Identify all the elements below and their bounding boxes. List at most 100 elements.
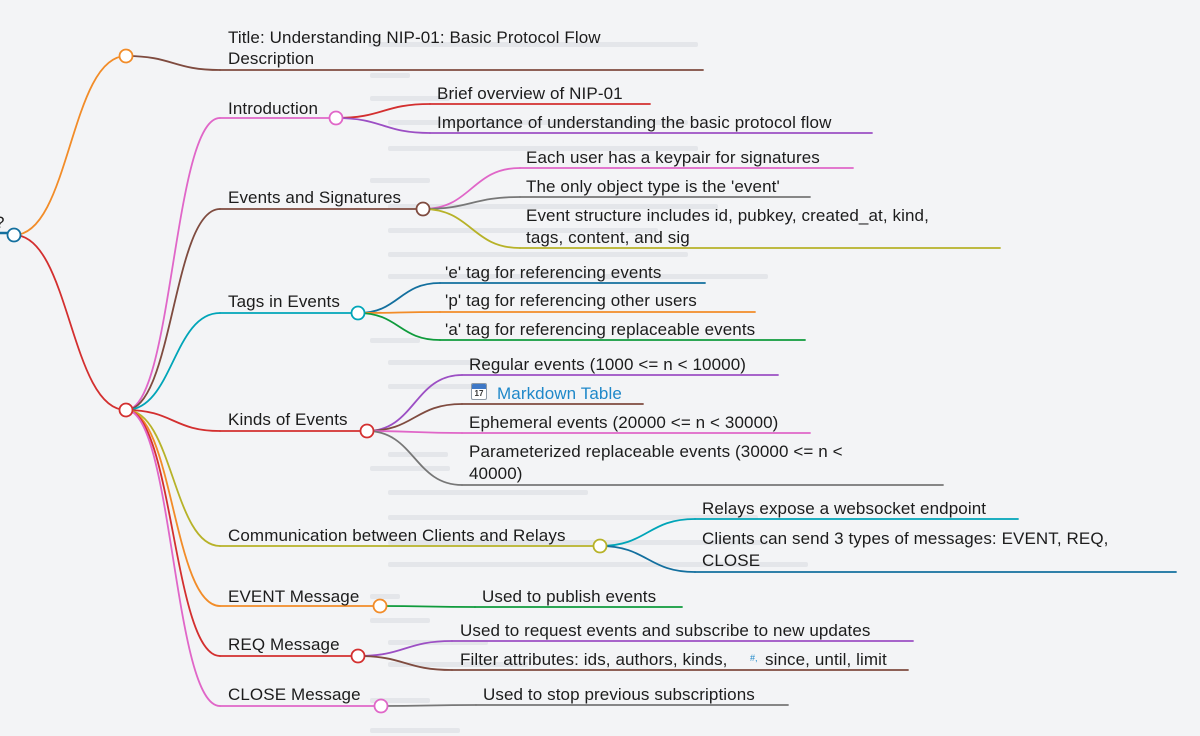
leaf-relays-websocket[interactable]: Relays expose a websocket endpoint <box>702 499 987 518</box>
node-event-message[interactable] <box>372 598 388 614</box>
outline-bar <box>388 384 478 389</box>
node-tags-in-events[interactable] <box>350 305 366 321</box>
outline-bar <box>370 178 430 183</box>
leaf-request-events[interactable]: Used to request events and subscribe to … <box>460 621 871 640</box>
leaf-keypair[interactable]: Each user has a keypair for signatures <box>526 148 820 167</box>
edge-a-tag <box>357 312 441 341</box>
edge-markdown-table <box>366 403 463 432</box>
branch-events-and-signatures[interactable]: Events and Signatures <box>228 188 402 207</box>
node-req-message[interactable] <box>350 648 366 664</box>
leaf-parameterized-line1[interactable]: Parameterized replaceable events (30000 … <box>469 442 843 461</box>
edge-hub-tags-in-events <box>125 312 221 411</box>
outline-bar <box>370 728 460 733</box>
outline-bar <box>370 338 420 343</box>
branch-close-message[interactable]: CLOSE Message <box>228 685 361 704</box>
outline-bar <box>388 228 658 233</box>
edge-keypair <box>422 167 521 210</box>
edge-parameterized-events <box>366 430 463 486</box>
mindmap-edges <box>0 55 1177 707</box>
leaf-object-type[interactable]: The only object type is the 'event' <box>526 177 780 196</box>
outline-bar <box>388 120 688 125</box>
outline-bar <box>388 640 488 645</box>
outline-bar <box>370 96 450 101</box>
edge-stop-subscriptions <box>380 704 477 707</box>
branch-communication[interactable]: Communication between Clients and Relays <box>228 526 566 545</box>
leaf-regular-events[interactable]: Regular events (1000 <= n < 10000) <box>469 355 747 374</box>
edge-hub-close-message <box>125 409 221 707</box>
edge-hub-kinds-of-events <box>125 409 221 432</box>
edge-relays-websocket <box>599 518 696 547</box>
node-events-signatures[interactable] <box>415 201 431 217</box>
edge-brief-overview <box>335 103 431 119</box>
calendar-icon-day: 17 <box>474 389 484 398</box>
leaf-markdown-table-link[interactable]: Markdown Table <box>497 384 622 403</box>
edge-e-tag <box>357 282 441 314</box>
leaf-filter-attributes-part2[interactable]: since, until, limit <box>765 650 887 669</box>
leaf-event-structure-line1[interactable]: Event structure includes id, pubkey, cre… <box>526 206 929 225</box>
edge-hub-communication <box>125 409 221 547</box>
node-introduction[interactable] <box>328 110 344 126</box>
outline-bar <box>370 73 410 78</box>
edge-publish-events <box>379 605 476 608</box>
root-node[interactable] <box>6 227 22 243</box>
outline-bar <box>370 594 400 599</box>
outline-bar <box>388 515 758 520</box>
outline-bar <box>370 466 450 471</box>
branch-title-line2[interactable]: Description <box>228 49 315 68</box>
branch-kinds-of-events[interactable]: Kinds of Events <box>228 410 348 429</box>
edge-root-title <box>13 55 127 236</box>
node-title-hub[interactable] <box>118 48 134 64</box>
leaf-e-tag[interactable]: 'e' tag for referencing events <box>445 263 662 282</box>
leaf-importance[interactable]: Importance of understanding the basic pr… <box>437 113 832 132</box>
outline-bar <box>388 490 588 495</box>
leaf-publish-events[interactable]: Used to publish events <box>482 587 657 606</box>
outline-bar <box>388 562 808 567</box>
leaf-parameterized-line2[interactable]: 40000) <box>469 464 523 483</box>
edge-hub-introduction <box>125 117 221 411</box>
leaf-event-structure-line2[interactable]: tags, content, and sig <box>526 228 690 247</box>
node-communication[interactable] <box>592 538 608 554</box>
root-node-label: ? <box>0 212 5 233</box>
edge-title <box>125 55 221 71</box>
edge-hub-events-signatures <box>125 208 221 411</box>
edge-request-events <box>357 640 453 657</box>
branch-introduction[interactable]: Introduction <box>228 99 319 118</box>
branch-req-message[interactable]: REQ Message <box>228 635 340 654</box>
edge-object-type <box>422 196 521 210</box>
leaf-a-tag[interactable]: 'a' tag for referencing replaceable even… <box>445 320 756 339</box>
edge-event-structure <box>422 208 521 249</box>
mindmap-nodes <box>6 48 608 714</box>
outline-bar <box>388 204 718 209</box>
hash-icon: #, <box>750 653 758 663</box>
outline-bar <box>388 540 768 545</box>
outline-bar <box>388 662 528 667</box>
outline-bar <box>370 698 430 703</box>
leaf-ephemeral-events[interactable]: Ephemeral events (20000 <= n < 30000) <box>469 413 779 432</box>
edge-root-hub <box>13 234 127 411</box>
leaf-stop-subscriptions[interactable]: Used to stop previous subscriptions <box>483 685 755 704</box>
node-kinds-of-events[interactable] <box>359 423 375 439</box>
outline-bar <box>388 252 688 257</box>
node-close-message[interactable] <box>373 698 389 714</box>
node-main-hub[interactable] <box>118 402 134 418</box>
leaf-brief-overview[interactable]: Brief overview of NIP-01 <box>437 84 623 103</box>
outline-bar <box>388 360 488 365</box>
calendar-icon: 17 <box>471 383 487 400</box>
outline-bar <box>368 42 698 47</box>
outline-bar <box>370 618 430 623</box>
branch-title-line1[interactable]: Title: Understanding NIP-01: Basic Proto… <box>228 28 601 47</box>
edge-hub-req-message <box>125 409 221 657</box>
outline-bar <box>388 274 768 279</box>
edge-p-tag <box>357 311 441 314</box>
branch-tags-in-events[interactable]: Tags in Events <box>228 292 340 311</box>
leaf-p-tag[interactable]: 'p' tag for referencing other users <box>445 291 697 310</box>
branch-event-message[interactable]: EVENT Message <box>228 587 360 606</box>
leaf-filter-attributes-part1[interactable]: Filter attributes: ids, authors, kinds, <box>460 650 728 669</box>
outline-bar <box>388 452 448 457</box>
edge-regular-events <box>366 374 463 432</box>
edge-importance <box>335 117 431 134</box>
leaf-clients-send-line2[interactable]: CLOSE <box>702 551 761 570</box>
leaf-clients-send-line1[interactable]: Clients can send 3 types of messages: EV… <box>702 529 1109 548</box>
